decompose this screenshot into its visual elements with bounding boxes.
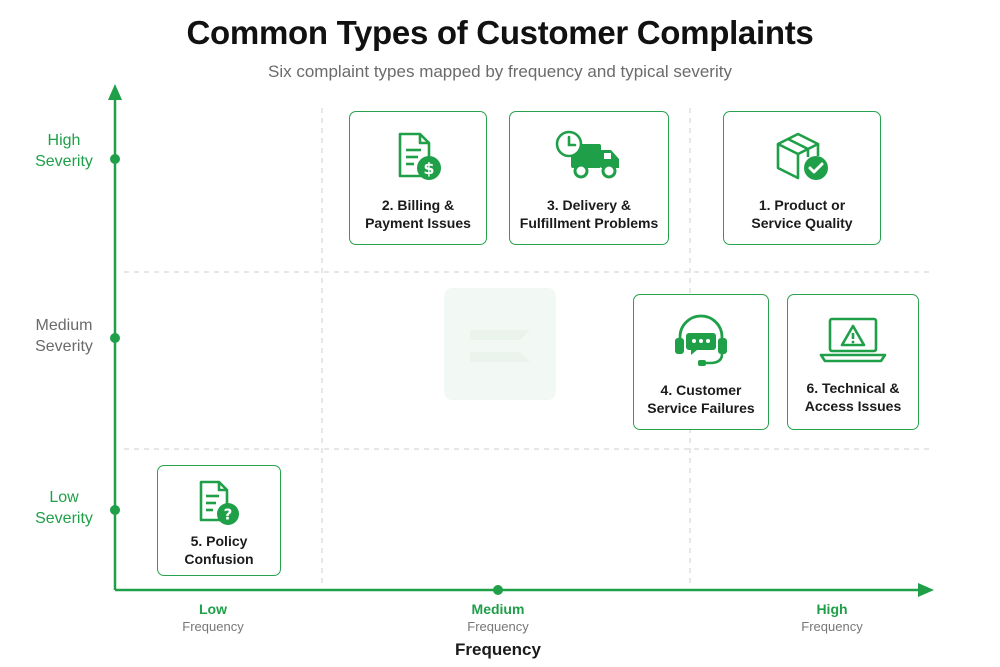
grid-lines	[124, 108, 932, 586]
x-axis	[115, 583, 934, 597]
svg-text:?: ?	[224, 506, 233, 524]
complaint-card-technical: 6. Technical &Access Issues	[787, 294, 919, 430]
document-question-icon: ?	[199, 480, 239, 525]
laptop-warning-icon	[819, 317, 887, 363]
page-title: Common Types of Customer Complaints	[186, 14, 814, 51]
complaint-label: 2. Billing &Payment Issues	[365, 197, 471, 231]
billing-document-dollar-icon: $	[398, 132, 441, 180]
watermark-logo	[444, 288, 556, 400]
complaint-card-billing: $ 2. Billing &Payment Issues	[349, 111, 487, 245]
x-tick-medium	[493, 585, 503, 595]
y-axis	[108, 84, 122, 590]
delivery-truck-clock-icon	[555, 130, 619, 179]
product-box-check-icon	[776, 132, 828, 180]
headset-chat-icon	[675, 314, 727, 366]
svg-text:$: $	[423, 159, 434, 178]
complaint-label: 6. Technical &Access Issues	[804, 380, 902, 414]
y-tick-medium	[110, 333, 120, 343]
complaint-card-delivery: 3. Delivery &Fulfillment Problems	[509, 111, 669, 245]
x-axis-title: Frequency	[455, 640, 541, 659]
page-subtitle: Six complaint types mapped by frequency …	[268, 62, 732, 81]
complaint-label: 3. Delivery &Fulfillment Problems	[519, 197, 659, 231]
y-tick-low	[110, 505, 120, 515]
y-tick-high	[110, 154, 120, 164]
